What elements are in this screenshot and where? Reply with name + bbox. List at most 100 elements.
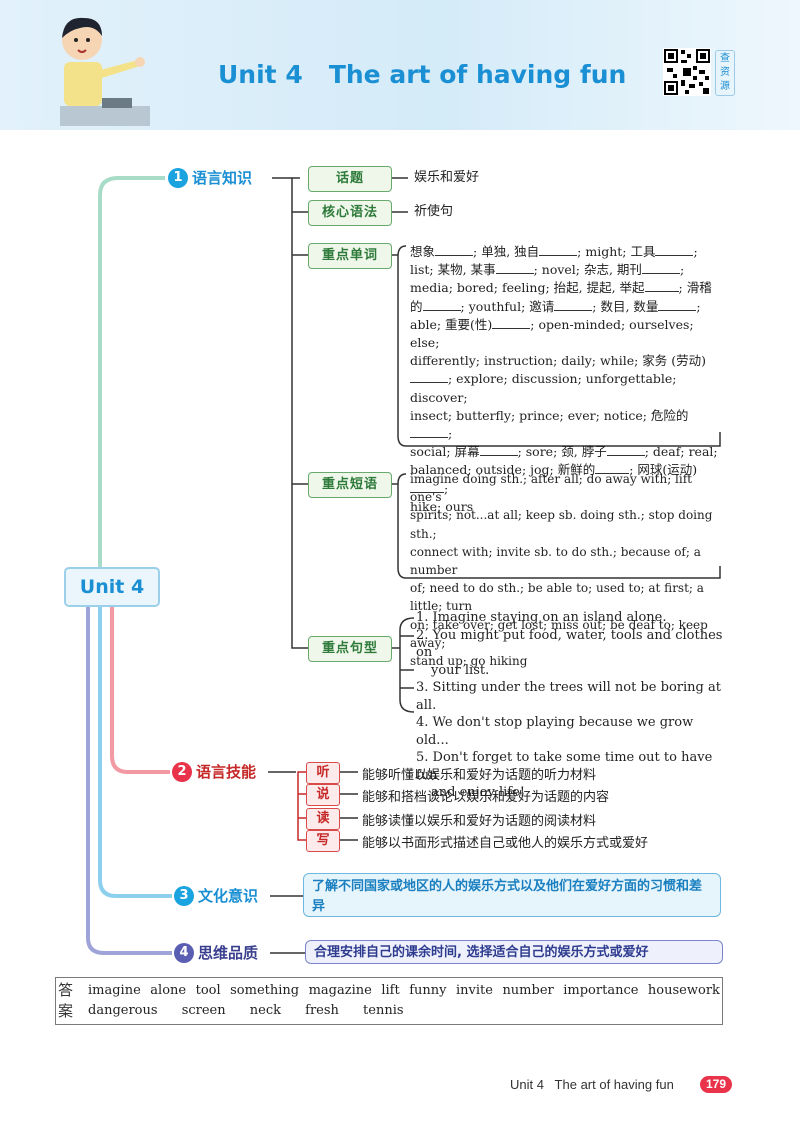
skill-speaking: 说 (306, 784, 340, 806)
footer-unit-title: Unit 4 The art of having fun (510, 1077, 674, 1092)
blank (595, 463, 630, 475)
category-label: 语言知识 (192, 169, 253, 187)
key-sentences-list: 1. Imagine staying on an island alone. 2… (416, 609, 726, 802)
answer-word: number (502, 983, 554, 998)
word-text: ; (448, 426, 453, 442)
qr-code-icon (663, 48, 711, 96)
answer-word: fresh (305, 1003, 339, 1018)
phrase-line: connect with; invite sb. to do sth.; bec… (410, 544, 701, 578)
qr-side-char: 源 (720, 81, 730, 92)
blank (495, 263, 534, 275)
word-text: ; open-minded; ourselves; else; (410, 316, 694, 351)
qr-side-label: 查 资 源 (715, 50, 735, 96)
number-badge: 2 (172, 761, 192, 782)
words-line: list; 某物, 某事; novel; 杂志, 期刊; (410, 261, 722, 279)
word-text: hike; ours (410, 498, 474, 514)
word-text: differently; instruction; daily; while; … (410, 353, 707, 369)
blank (539, 245, 578, 256)
answer-word: neck (249, 1003, 281, 1018)
topic-text: 娱乐和爱好 (414, 170, 480, 185)
phrase-line: of; need to do sth.; be able to; used to… (410, 581, 704, 614)
word-text: balanced; outside; jog; 新鲜的 (410, 462, 596, 478)
words-line: 的; youthful; 邀请; 数目, 数量; (410, 298, 722, 316)
words-line: hike; ours (410, 498, 722, 516)
subnode-core-grammar: 核心语法 (308, 200, 392, 226)
skill-writing: 写 (306, 830, 340, 852)
answer-word: dangerous (88, 1003, 158, 1018)
word-text: ; sore; 颈, 脖子 (517, 444, 607, 460)
key-words-list: 想象; 单独, 独自; might; 工具; list; 某物, 某事; nov… (410, 243, 722, 516)
answer-word: tennis (363, 1003, 404, 1018)
category-label: 文化意识 (198, 887, 259, 905)
word-text: ; youthful; 邀请 (460, 298, 555, 314)
word-text: ; might; 工具 (577, 244, 656, 259)
skill-speaking-text: 能够和搭档谈论以娱乐和爱好为话题的内容 (362, 790, 610, 805)
blank (492, 318, 531, 329)
words-line: balanced; outside; jog; 新鲜的 ; 网球(运动); (410, 461, 722, 497)
words-line: 想象; 单独, 独自; might; 工具; (410, 243, 722, 261)
answer-word: housework (647, 983, 720, 998)
answer-word: lift (381, 983, 400, 998)
word-text: media; bored; feeling; 抬起, 提起, 举起 (410, 280, 645, 296)
word-text: ; (444, 480, 449, 496)
qr-side-char: 资 (720, 67, 730, 78)
words-line: insect; butterfly; prince; ever; notice;… (410, 407, 722, 443)
word-text: 的 (410, 298, 423, 314)
skill-listening-text: 能够听懂以娱乐和爱好为话题的听力材料 (362, 768, 597, 783)
words-line: ; explore; discussion; unforgettable; di… (410, 370, 722, 406)
subnode-key-sentences: 重点句型 (308, 636, 392, 662)
words-line: differently; instruction; daily; while; … (410, 352, 722, 370)
blank (422, 300, 461, 311)
word-text: ; (679, 262, 685, 278)
blank (655, 245, 694, 256)
number-badge: 1 (168, 167, 188, 188)
skill-listening: 听 (306, 762, 340, 784)
answer-word: importance (563, 983, 639, 998)
word-text: ; deaf; real; (644, 444, 718, 460)
phrase-line: on; take over; get lost; miss out; be de… (410, 617, 708, 650)
word-text: ; 单独, 独自 (473, 244, 540, 259)
skill-writing-text: 能够以书面形式描述自己或他人的娱乐方式或爱好 (362, 836, 649, 851)
culture-box: 了解不同国家或地区的人的娱乐方式以及他们在爱好方面的习惯和差异 (303, 873, 721, 917)
word-text: ; (693, 244, 698, 259)
answer-label: 答案 (58, 981, 74, 1020)
answer-word: imagine (88, 983, 141, 998)
page-title: Unit 4 The art of having fun (218, 60, 627, 89)
blank (435, 245, 474, 256)
sentence-line: 4. We don't stop playing because we grow… (416, 715, 694, 748)
answer-word: invite (455, 983, 493, 998)
category-label: 语言技能 (196, 763, 257, 781)
words-line: media; bored; feeling; 抬起, 提起, 举起; 滑稽 (410, 279, 722, 297)
sentence-line: 3. Sitting under the trees will not be b… (416, 680, 721, 713)
subnode-key-words: 重点单词 (308, 243, 392, 269)
category-label: 思维品质 (198, 944, 259, 962)
word-text: able; 重要(性) (410, 316, 493, 332)
blank (641, 263, 680, 275)
number-badge: 4 (174, 942, 194, 963)
words-line: able; 重要(性); open-minded; ourselves; els… (410, 316, 722, 352)
blank (479, 445, 518, 457)
blank (606, 445, 645, 457)
phrase-line: spirits; not...at all; keep sb. doing st… (410, 508, 713, 541)
thinking-box: 合理安排自己的课余时间, 选择适合自己的娱乐方式或爱好 (305, 940, 723, 964)
skill-reading-text: 能够读懂以娱乐和爱好为话题的阅读材料 (362, 814, 597, 829)
grammar-text: 祈使句 (414, 204, 454, 219)
category-thinking-quality: 4 思维品质 (174, 942, 258, 963)
sentence-line: 1. Imagine staying on an island alone. (416, 610, 667, 625)
category-language-knowledge: 1 语言知识 (168, 167, 252, 188)
teacher-boy-illustration (60, 17, 150, 126)
sentence-line: 5. Don't forget to take some time out to… (416, 750, 713, 783)
page-number: 179 (700, 1076, 732, 1093)
answer-line-2: dangerous screen neck fresh tennis (88, 1003, 424, 1018)
key-phrases-list: imagine doing sth.; after all; do away w… (410, 470, 722, 670)
word-text: ; explore; discussion; unforgettable; di… (410, 371, 677, 405)
sentence-line: and enjoy life! (431, 785, 526, 800)
answer-word: tool (195, 983, 221, 998)
word-text: ; (696, 298, 701, 314)
word-text: ; 网球(运动) (629, 462, 698, 478)
sentence-line: your list. (431, 662, 490, 678)
word-text: list; 某物, 某事 (410, 262, 496, 278)
words-line: social; 屏幕; sore; 颈, 脖子; deaf; real; (410, 443, 722, 461)
blank (410, 372, 448, 384)
